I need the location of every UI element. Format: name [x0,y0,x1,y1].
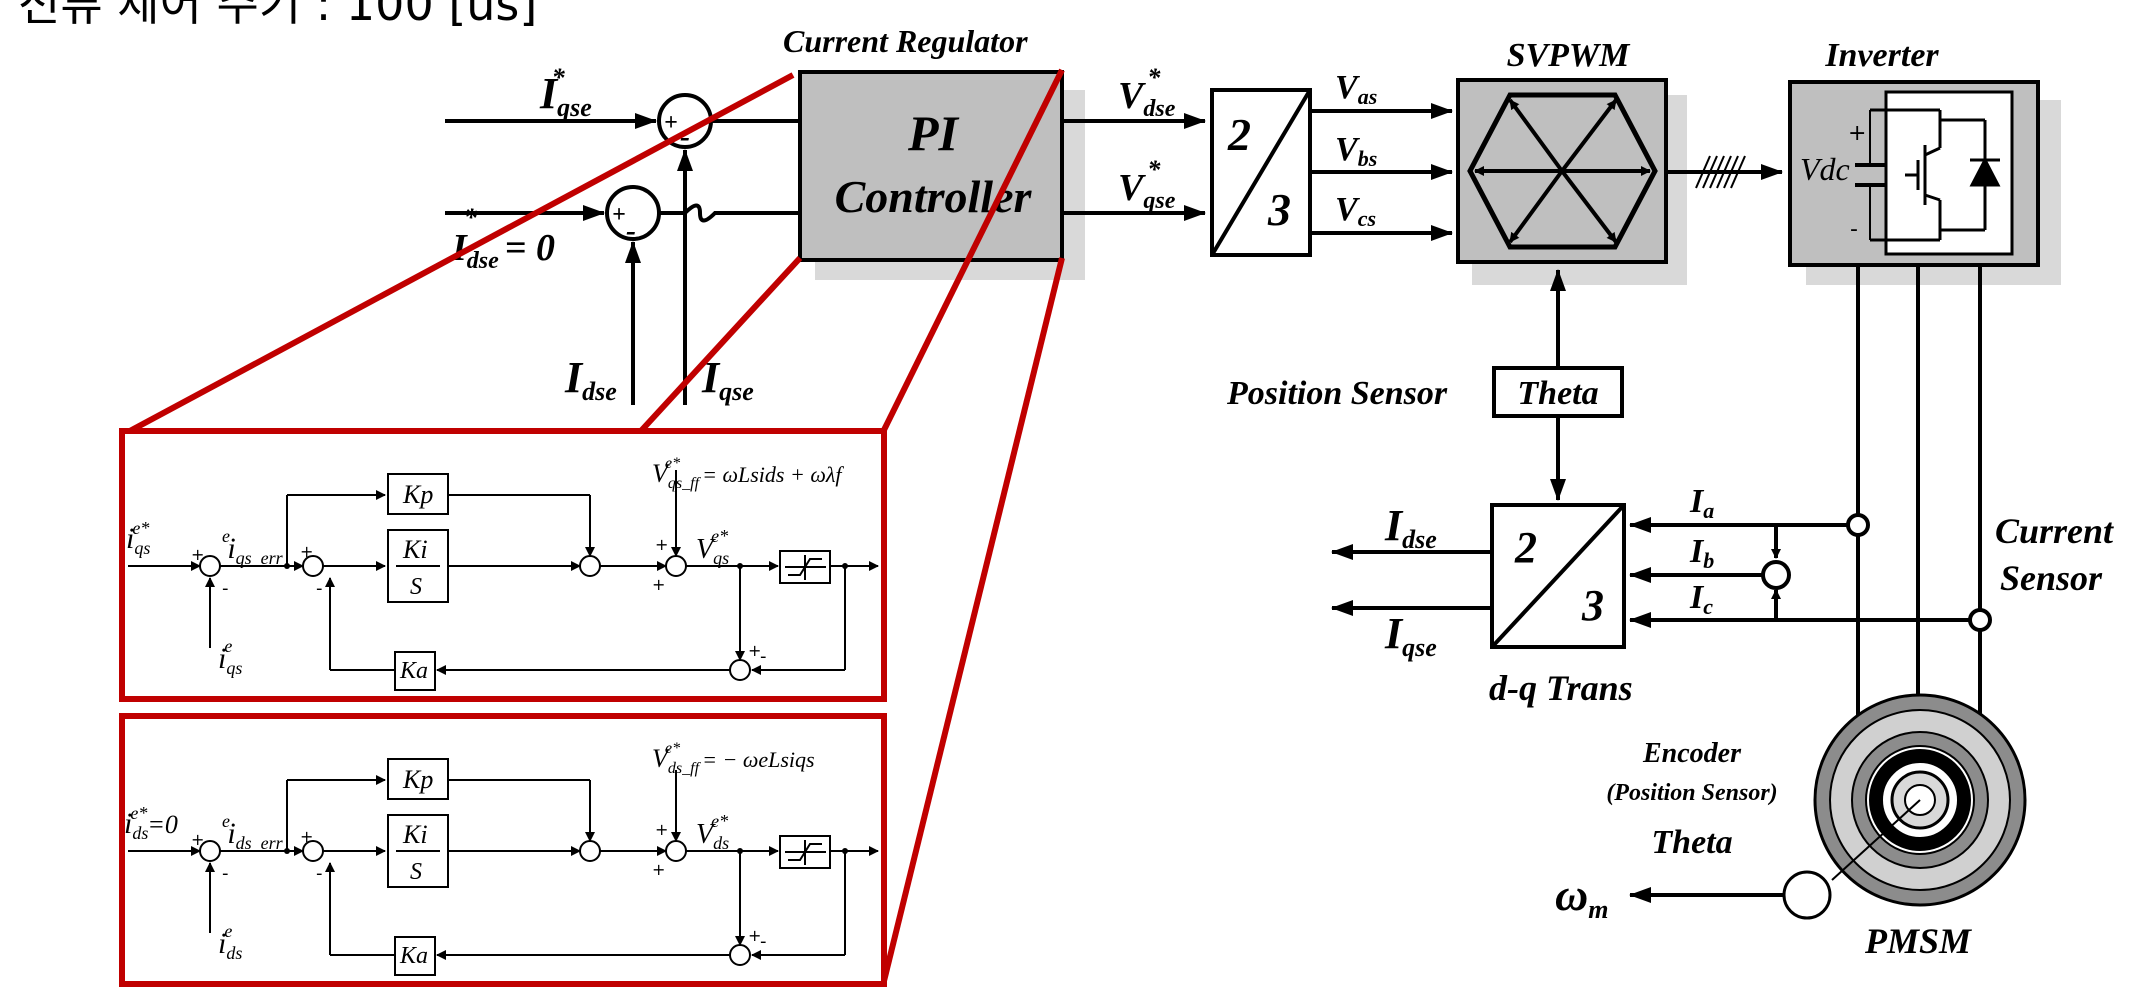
ib-label: Ib [1689,533,1714,573]
q-d-sum2-plus: + [300,542,313,561]
ia-label: Ia [1689,483,1714,523]
q-kp-label: Kp [402,480,433,509]
theta-box-label: Theta [1517,375,1598,412]
encoder-label: Encoder [1642,738,1742,769]
inverter-title: Inverter [1824,37,1939,74]
q-d-sum2-minus: - [316,578,323,599]
svpwm-title: SVPWM [1507,37,1632,74]
dq-bottom: 3 [1581,581,1604,630]
out-iqse-label: Iqse [1384,609,1437,662]
q-axis-detail-diagram [128,470,879,691]
igbt-icon [1870,108,2001,242]
d-out-label: Vdse* [696,811,729,853]
q-d-sum4-plus1: + [655,535,668,554]
d-d-sum2-minus: - [316,863,323,884]
cap-minus: - [1850,217,1858,242]
dc-capacitor-icon: + - [1848,110,1885,242]
ic-label: Ic [1689,579,1713,619]
d-d-sum1-minus: - [222,863,229,884]
d-d-sum1-plus: + [191,830,204,849]
q-sum-minus: - [680,120,690,153]
d-sum-plus: + [612,202,626,228]
iqse-ref-label: Iqse* [539,63,592,122]
d-sum-minus: - [626,214,636,247]
controller-label: Controller [835,171,1033,222]
q-fb-label: iqse [218,636,242,678]
d-d-sum4-plus1: + [655,820,668,839]
d-kp-label: Kp [402,765,433,794]
control-period-caption: 전류 제어 주기 : 100 [us] [18,0,537,31]
q-ff-label: Vqs_ffe*= ωLsids + ωλf [652,455,844,492]
iqse-feedback-label: Iqse [701,353,754,406]
sensor-a-node [1846,513,1870,537]
q-d-sum5-minus: - [760,646,767,667]
q-err-label: iqs_erre [222,526,284,568]
current-regulator-title: Current Regulator [783,23,1028,59]
zoom-line-4 [880,257,1065,986]
d-fb-label: idse [218,921,242,963]
vas-label: Vas [1335,69,1377,109]
vqse-label: Vqse* [1118,155,1176,214]
d-ki-label: Ki [402,820,428,849]
dq-trans-slash [1490,503,1626,649]
d-err-label: ids_erre [222,811,284,853]
vbs-label: Vbs [1335,131,1377,171]
q-input-label: iqse* [126,518,150,558]
q-out-label: Vqse* [696,526,729,568]
svpwm-hexagon-icon [1467,92,1658,250]
idse-ref-star: * [464,203,478,232]
two-to-three-slash [1210,88,1312,257]
conv-bottom: 3 [1267,184,1291,235]
encoder-sub-label: (Position Sensor) [1606,780,1777,806]
d-input-label: idse*=0 [124,803,178,843]
d-ff-label: Vds_ffe*= − ωeLsiqs [652,740,815,777]
q-d-sum1-minus: - [222,578,229,599]
position-sensor-label: Position Sensor [1226,375,1448,412]
ib-junction-node [1761,560,1791,590]
q-sum-plus: + [664,110,678,136]
sensor-c-node [1968,608,1992,632]
encoder-icon [1782,870,1832,920]
omega-label: ωm [1555,869,1609,924]
dq-trans-title: d-q Trans [1489,668,1633,708]
d-error-line [659,203,800,223]
cap-plus: + [1848,121,1866,146]
q-d-sum4-plus2: + [652,575,665,594]
current-sensor-label-1: Current [1995,511,2114,551]
zoom-line-3 [637,255,803,435]
zoom-line-2 [880,68,1065,434]
q-d-sum1-plus: + [191,545,204,564]
vdse-label: Vdse* [1118,63,1176,122]
d-axis-detail-diagram [128,758,879,976]
q-d-sum5-plus: + [748,641,761,660]
idse-feedback-label: Idse [564,353,617,406]
q-ka-label: Ka [399,658,428,684]
out-idse-label: Idse [1384,501,1437,554]
d-s-label: S [410,859,422,885]
pi-label: PI [907,105,960,161]
encoder-lead [1831,799,1921,881]
d-d-sum5-plus: + [748,926,761,945]
bus-hatch [1695,155,1746,189]
encoder-theta-label: Theta [1651,824,1732,861]
vcs-label: Vcs [1335,191,1376,231]
dq-top: 2 [1514,523,1537,572]
d-d-sum5-minus: - [760,931,767,952]
vdc-label: Vdc [1800,151,1850,187]
d-d-sum4-plus2: + [652,860,665,879]
pi-controller-block [798,70,1064,262]
zoom-line-1 [126,72,795,435]
q-ki-label: Ki [402,535,428,564]
d-ka-label: Ka [399,943,428,969]
d-d-sum2-plus: + [300,827,313,846]
pmsm-label: PMSM [1864,921,1973,961]
conv-top: 2 [1227,109,1251,160]
q-s-label: S [410,574,422,600]
current-sensor-label-2: Sensor [2000,558,2103,598]
